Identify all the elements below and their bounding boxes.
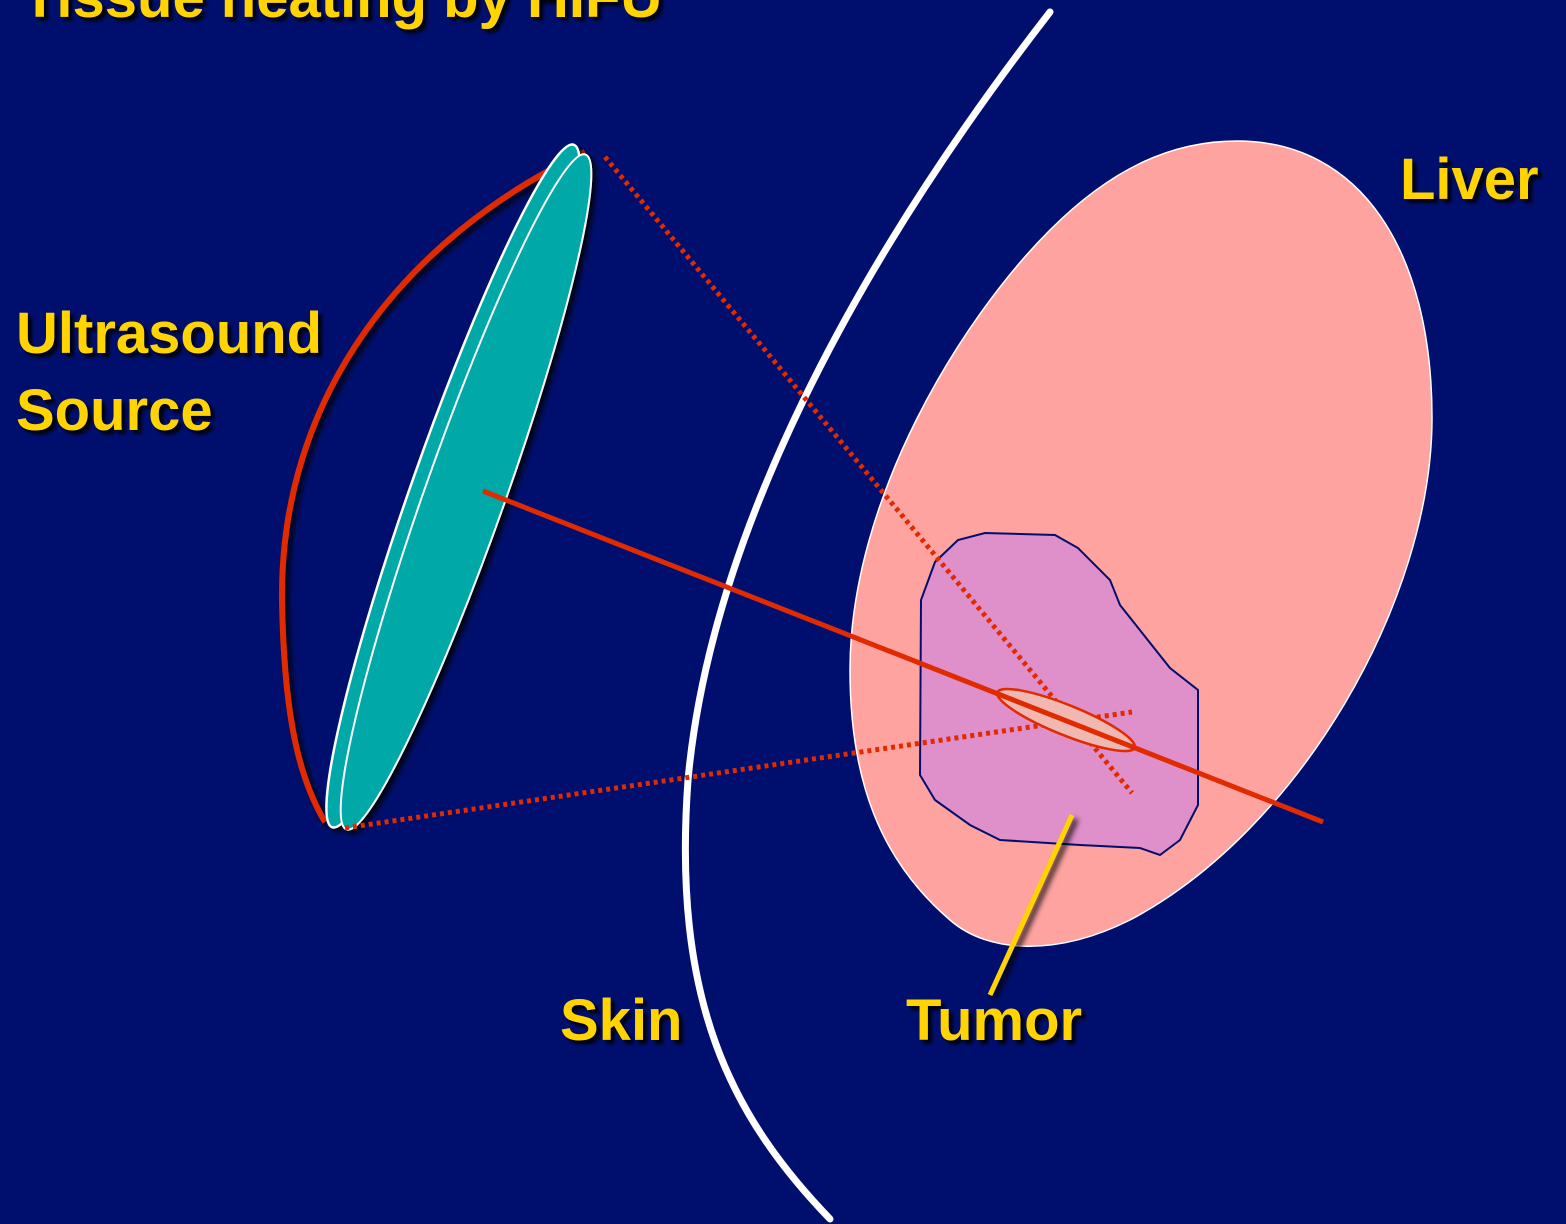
ultrasound-source-label: Ultrasound Source	[16, 296, 322, 449]
skin-label: Skin	[560, 983, 683, 1060]
tumor-label: Tumor	[906, 983, 1082, 1060]
liver-label: Liver	[1400, 142, 1539, 219]
ultrasound-source-label-line1: Ultrasound	[16, 296, 322, 373]
ultrasound-source-label-line2: Source	[16, 373, 322, 450]
ultrasound-transducer	[294, 131, 623, 842]
